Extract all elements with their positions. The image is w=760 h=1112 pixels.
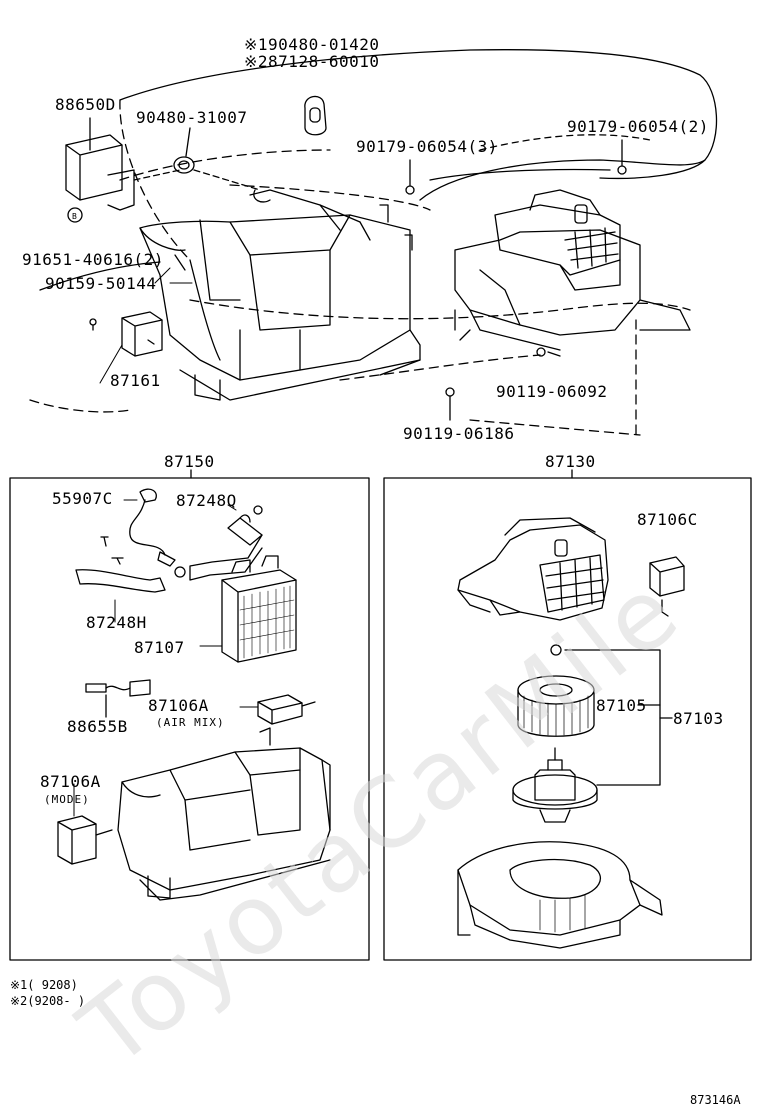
fan-87105 (517, 644, 595, 737)
label-87107: 87107 (134, 638, 185, 657)
connector-87106c (649, 556, 685, 617)
small-screws (100, 536, 124, 565)
screw-90159 (89, 318, 97, 331)
label-87161: 87161 (110, 371, 161, 390)
footnote-2: ※2(9208- ) (10, 994, 86, 1008)
leader-lines (73, 267, 259, 817)
svg-text:B: B (72, 212, 77, 221)
bracket-lines (564, 649, 673, 786)
label-90119-06186: 90119-06186 (403, 424, 515, 443)
screw-90119-06092 (536, 347, 561, 357)
footnote-1: ※1( 9208) (10, 978, 78, 992)
hose-87248q (174, 505, 263, 581)
grommet-90480-01420 (304, 95, 327, 136)
label-88650d: 88650D (55, 95, 116, 114)
note-87128-60010: ※287128-60010 (244, 52, 380, 71)
grommet-90480-31007 (173, 127, 261, 191)
label-87106a-air-mix: 87106A (148, 696, 209, 715)
blower-assembly-box-87130 (383, 469, 752, 961)
label-90179-06054-3: 90179-06054(3) (356, 137, 498, 156)
label-88655b: 88655B (67, 717, 128, 736)
label-air-mix: (AIR MIX) (156, 716, 225, 729)
label-87248h: 87248H (86, 613, 147, 632)
sensor-88655b (85, 679, 151, 718)
blower-case-upper (457, 517, 609, 621)
label-mode: (MODE) (44, 793, 90, 806)
figure-id: 873146A (690, 1093, 741, 1107)
dashboard-outline (29, 49, 718, 441)
resistor-87161 (121, 311, 163, 357)
heater-case (117, 727, 331, 901)
heater-assembly-box-87150 (9, 469, 370, 961)
note-90480-01420: ※190480-01420 (244, 35, 380, 54)
label-90480-31007: 90480-31007 (136, 108, 248, 127)
motor-87103 (512, 747, 598, 823)
clip-90179-2 (617, 139, 627, 175)
label-87106c: 87106C (637, 510, 698, 529)
heater-unit-top (139, 189, 421, 401)
heater-core-87107 (221, 555, 297, 663)
blower-case-lower (457, 841, 663, 949)
servo-motor-mode (57, 815, 113, 865)
label-87103: 87103 (673, 709, 724, 728)
label-87105: 87105 (596, 696, 647, 715)
label-87130: 87130 (545, 452, 596, 471)
label-87150: 87150 (164, 452, 215, 471)
label-90179-06054-2: 90179-06054(2) (567, 117, 709, 136)
hose-87248h (75, 569, 166, 593)
thermistor-55907c (129, 488, 176, 567)
label-91651-40616: 91651-40616(2) (22, 250, 164, 269)
label-90119-06092: 90119-06092 (496, 382, 608, 401)
computer-unit-88650d: B (65, 117, 181, 223)
servo-motor-air-mix (257, 694, 316, 725)
blower-unit-top (454, 189, 691, 351)
label-87106a-mode: 87106A (40, 772, 101, 791)
label-90159-50144: 90159-50144 (45, 274, 157, 293)
clip-90179-3 (405, 159, 415, 195)
label-87248q: 87248Q (176, 491, 237, 510)
label-55907c: 55907C (52, 489, 113, 508)
screw-90119-06186 (445, 387, 455, 421)
